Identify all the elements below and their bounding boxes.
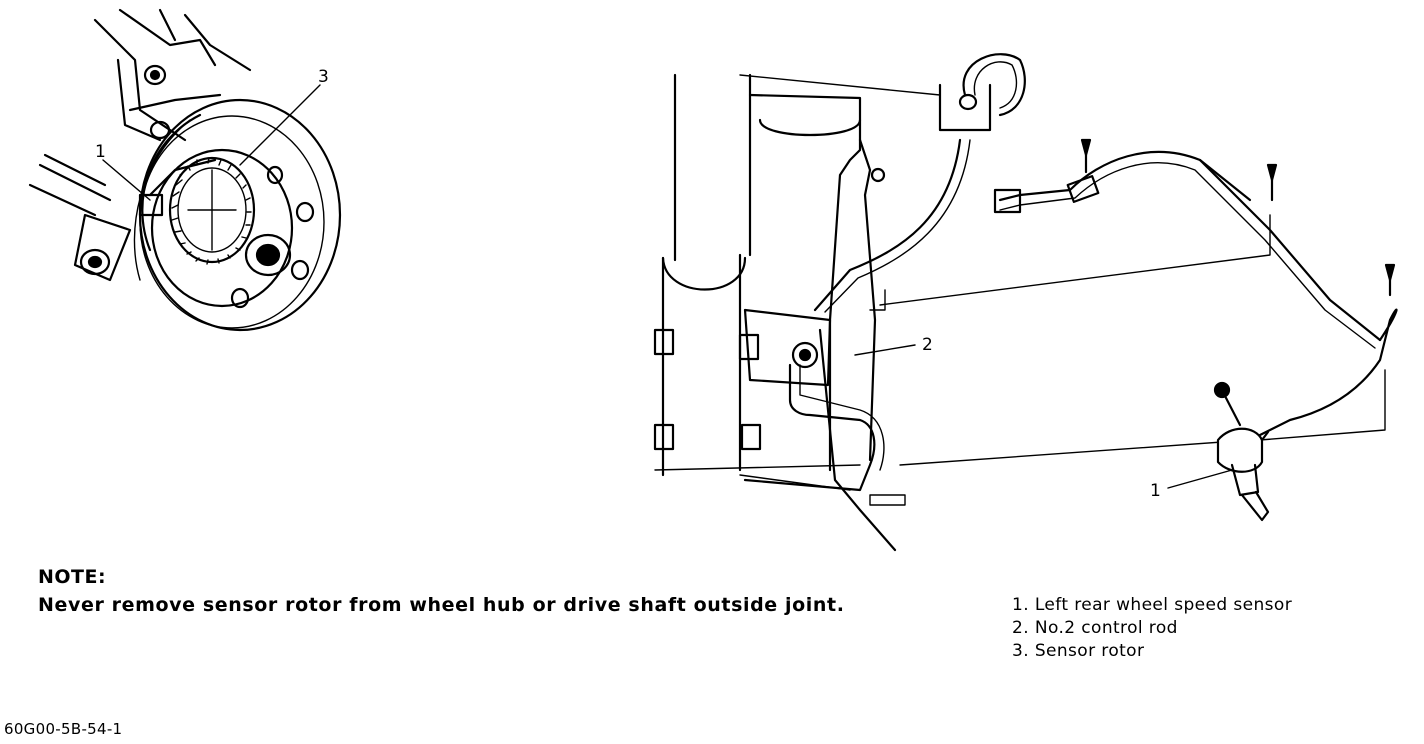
note-text: Never remove sensor rotor from wheel hub…: [38, 594, 845, 616]
diagram-illustration: 1 3: [28, 8, 1398, 552]
legend-item-3: 3. Sensor rotor: [1012, 641, 1145, 661]
parts-legend: 1. Left rear wheel speed sensor 2. No.2 …: [1012, 594, 1292, 663]
wheel-speed-sensor: [1213, 381, 1270, 522]
hub-detail-view: 1 3: [28, 8, 342, 332]
callout-1-strut: 1: [1150, 481, 1161, 501]
strut-detail-view: 2 1: [653, 53, 1398, 552]
legend-item-2: 2. No.2 control rod: [1012, 618, 1178, 638]
note-title: NOTE:: [38, 566, 107, 588]
legend-item-1: 1. Left rear wheel speed sensor: [1012, 595, 1293, 615]
callout-3-hub: 3: [318, 67, 329, 87]
callout-2-strut: 2: [922, 335, 933, 355]
callout-1-hub: 1: [95, 142, 106, 162]
sensor-rotor: [168, 156, 256, 264]
figure-code: 60G00-5B-54-1: [4, 720, 123, 738]
